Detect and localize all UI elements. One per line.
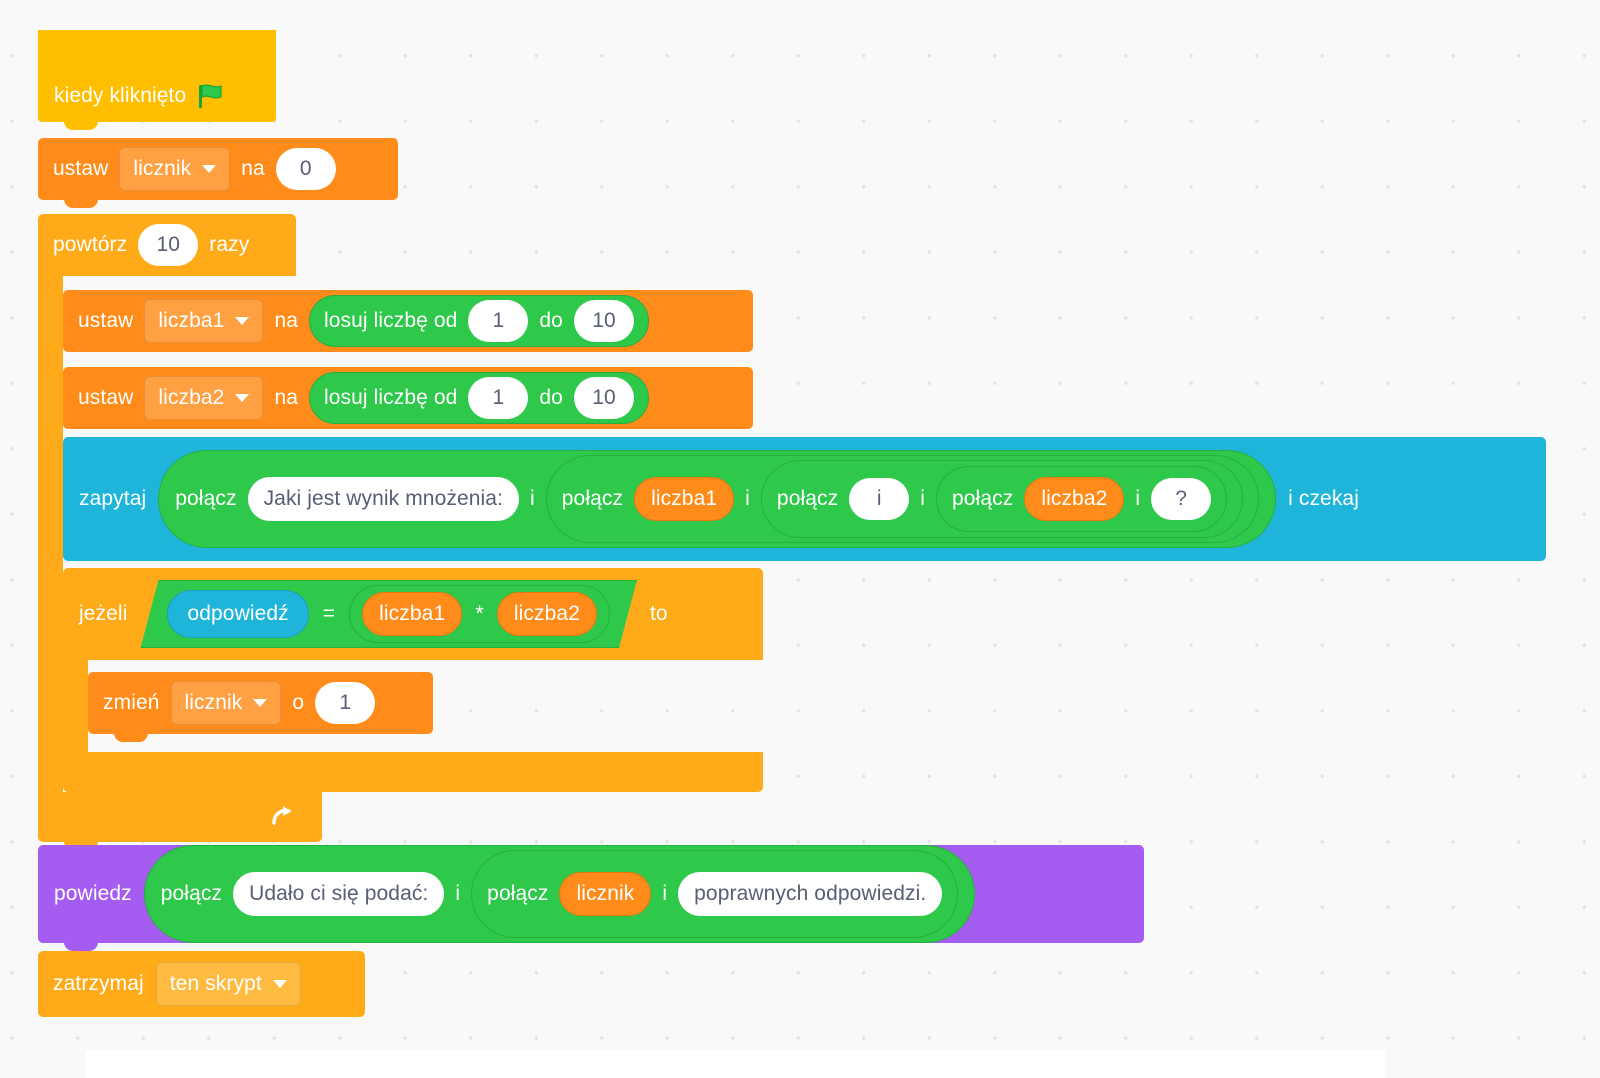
join-and-label: i — [455, 882, 461, 905]
stop-option-dropdown[interactable]: ten skrypt — [155, 962, 301, 1006]
join-label: połącz — [776, 487, 839, 510]
variable-pill-liczba1[interactable]: liczba1 — [634, 477, 735, 521]
say-verb-label: powiedz — [54, 882, 132, 905]
chevron-down-icon — [272, 980, 287, 988]
variable-dropdown-value: licznik — [133, 157, 192, 180]
reporter-multiply[interactable]: liczba1 * liczba2 — [349, 585, 610, 643]
equals-operator-label: = — [322, 602, 336, 625]
when-flag-clicked-label: kiedy kliknięto — [54, 83, 187, 107]
say-text1-input[interactable]: Udało ci się podać: — [233, 872, 445, 916]
block-set-variable-liczba2[interactable]: ustaw liczba2 na losuj liczbę od 1 do 10 — [63, 367, 753, 429]
chevron-down-icon — [202, 165, 217, 173]
block-if-footer[interactable] — [63, 752, 763, 792]
reporter-pick-random-2[interactable]: losuj liczbę od 1 do 10 — [309, 372, 649, 424]
ask-verb-label: zapytaj — [79, 487, 147, 510]
variable-pill-liczba1[interactable]: liczba1 — [362, 592, 462, 636]
reporter-join-level-2[interactable]: połącz liczba1 i połącz i i połącz liczb… — [545, 455, 1260, 543]
variable-dropdown-licznik[interactable]: licznik — [119, 147, 231, 191]
reporter-join-say-level-1[interactable]: połącz Udało ci się podać: i połącz licz… — [143, 845, 976, 943]
reporter-pick-random-1[interactable]: losuj liczbę od 1 do 10 — [309, 295, 649, 347]
variable-dropdown-value: liczba1 — [158, 309, 225, 332]
join-question-mark-input[interactable]: ? — [1151, 478, 1212, 520]
change-verb-label: zmień — [103, 691, 160, 714]
set-connector-label: na — [274, 386, 298, 409]
chevron-down-icon — [235, 317, 250, 325]
set-verb-label: ustaw — [78, 309, 134, 332]
join-and-label: i — [1135, 487, 1141, 510]
pick-random-from-input[interactable]: 1 — [468, 377, 529, 419]
chevron-down-icon — [253, 699, 268, 707]
reporter-join-say-level-2[interactable]: połącz licznik i poprawnych odpowiedzi. — [471, 850, 959, 938]
join-label: połącz — [175, 487, 237, 510]
reporter-join-level-1[interactable]: połącz Jaki jest wynik mnożenia: i połąc… — [158, 450, 1277, 548]
green-flag-icon — [198, 84, 224, 109]
block-when-flag-clicked[interactable]: kiedy kliknięto — [38, 30, 276, 130]
bottom-panel — [85, 1050, 1385, 1078]
join-and-label: i — [920, 487, 925, 510]
repeat-suffix-label: razy — [209, 233, 250, 256]
repeat-times-input[interactable]: 10 — [138, 224, 199, 266]
block-say[interactable]: powiedz połącz Udało ci się podać: i poł… — [38, 845, 1144, 951]
variable-dropdown-value: licznik — [184, 691, 243, 714]
reporter-join-level-4[interactable]: połącz liczba2 i ? — [936, 466, 1228, 532]
ask-prompt-input[interactable]: Jaki jest wynik mnożenia: — [247, 477, 519, 521]
pick-random-middle-label: do — [539, 309, 563, 332]
join-and-label: i — [745, 487, 750, 510]
variable-dropdown-value: liczba2 — [158, 386, 225, 409]
join-and-label: i — [530, 487, 535, 510]
join-label: połącz — [487, 882, 549, 905]
block-stop-script[interactable]: zatrzymaj ten skrypt — [38, 951, 365, 1017]
stop-verb-label: zatrzymaj — [53, 972, 144, 995]
join-and-label: i — [662, 882, 668, 905]
block-change-variable-licznik[interactable]: zmień licznik o 1 — [88, 672, 433, 742]
join-label: połącz — [160, 882, 223, 905]
join-label: połącz — [952, 487, 1014, 510]
variable-pill-liczba2[interactable]: liczba2 — [497, 592, 597, 636]
set-connector-label: na — [274, 309, 298, 332]
repeat-c-wall — [38, 276, 63, 792]
block-ask-and-wait[interactable]: zapytaj połącz Jaki jest wynik mnożenia:… — [63, 437, 1546, 561]
join-label: połącz — [561, 487, 624, 510]
set-verb-label: ustaw — [78, 386, 134, 409]
block-set-variable-licznik[interactable]: ustaw licznik na 0 — [38, 138, 398, 208]
reporter-join-level-3[interactable]: połącz i i połącz liczba2 i ? — [760, 460, 1244, 538]
change-connector-label: o — [292, 691, 305, 714]
ask-suffix-label: i czekaj — [1288, 487, 1359, 510]
chevron-down-icon — [235, 394, 250, 402]
variable-pill-liczba2[interactable]: liczba2 — [1024, 477, 1125, 521]
pick-random-label: losuj liczbę od — [324, 386, 458, 409]
set-value-input[interactable]: 0 — [275, 148, 336, 190]
if-verb-label: jeżeli — [79, 602, 128, 625]
block-set-variable-liczba1[interactable]: ustaw liczba1 na losuj liczbę od 1 do 10 — [63, 290, 753, 352]
variable-dropdown-liczba1[interactable]: liczba1 — [144, 299, 264, 343]
repeat-verb-label: powtórz — [53, 233, 128, 256]
join-separator-input[interactable]: i — [849, 478, 910, 520]
pick-random-middle-label: do — [539, 386, 563, 409]
loop-arrow-icon — [270, 804, 296, 830]
variable-pill-licznik[interactable]: licznik — [559, 872, 652, 916]
sensing-answer-reporter[interactable]: odpowiedź — [167, 590, 308, 638]
block-if-header[interactable]: jeżeli odpowiedź = liczba1 * liczba2 to — [63, 568, 763, 660]
change-value-input[interactable]: 1 — [315, 682, 376, 724]
pick-random-to-input[interactable]: 10 — [573, 377, 634, 419]
if-c-wall — [63, 660, 88, 752]
set-connector-label: na — [241, 157, 265, 180]
if-then-label: to — [649, 602, 668, 625]
variable-dropdown-licznik[interactable]: licznik — [170, 681, 282, 725]
stop-option-value: ten skrypt — [169, 972, 262, 995]
set-verb-label: ustaw — [53, 157, 109, 180]
pick-random-from-input[interactable]: 1 — [468, 300, 529, 342]
pick-random-label: losuj liczbę od — [324, 309, 458, 332]
variable-dropdown-liczba2[interactable]: liczba2 — [144, 376, 264, 420]
multiply-operator-label: * — [475, 601, 484, 626]
block-repeat-footer[interactable] — [38, 792, 322, 850]
pick-random-to-input[interactable]: 10 — [573, 300, 634, 342]
say-text2-input[interactable]: poprawnych odpowiedzi. — [678, 872, 943, 916]
block-repeat-header[interactable]: powtórz 10 razy — [38, 214, 296, 276]
boolean-equals-condition[interactable]: odpowiedź = liczba1 * liczba2 — [140, 580, 637, 648]
